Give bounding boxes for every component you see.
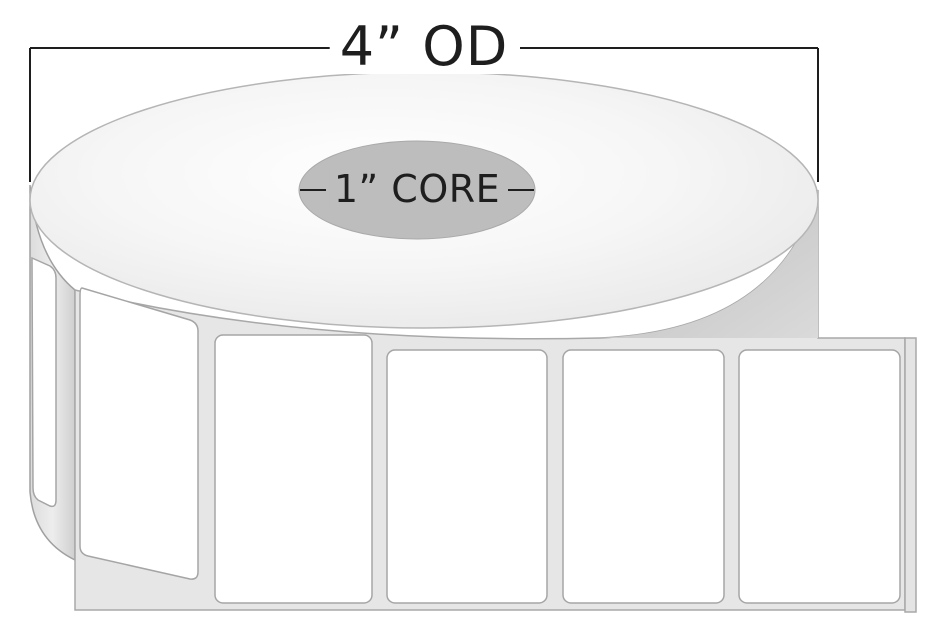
outer-diameter-dimension: [29, 47, 819, 182]
label-2: [79, 287, 199, 580]
label-6: [738, 349, 901, 604]
liner-end: [904, 337, 917, 613]
roll-shadow: [600, 190, 818, 338]
label-1: [31, 256, 57, 508]
label-3: [214, 334, 373, 604]
label-strip: [31, 256, 901, 604]
label-5: [562, 349, 725, 604]
label-4: [386, 349, 548, 604]
core-diameter-label: 1” CORE: [329, 170, 505, 208]
outer-diameter-label: 4” OD: [329, 20, 519, 74]
